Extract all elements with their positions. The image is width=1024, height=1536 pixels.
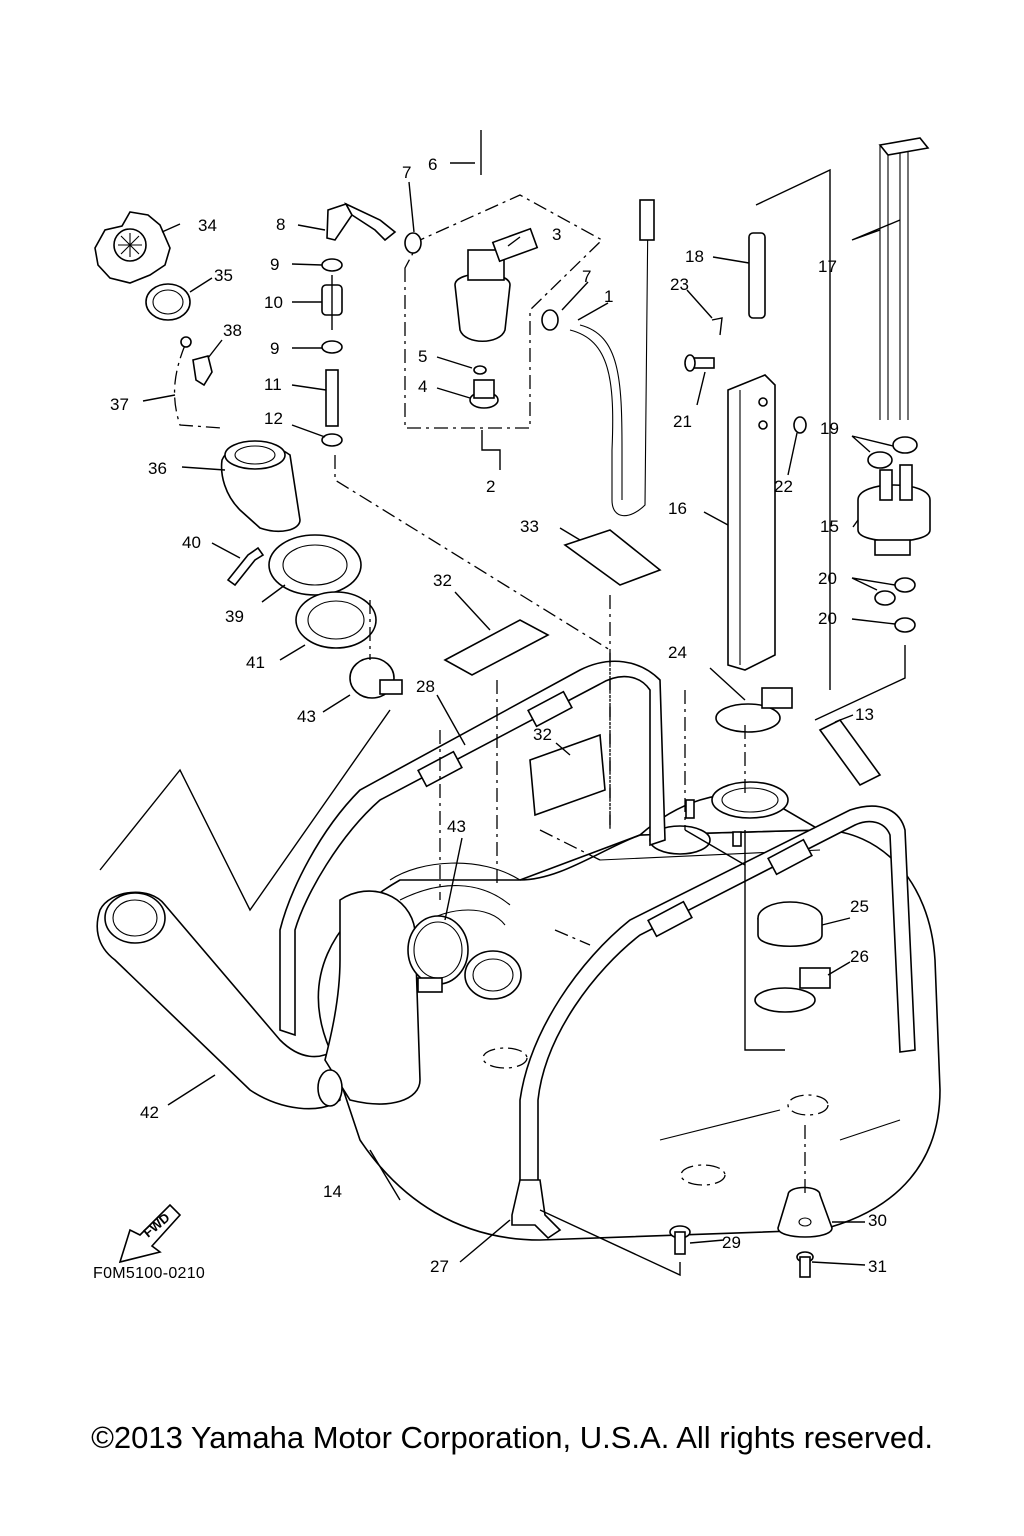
cap-chain xyxy=(173,336,223,429)
filler-gasket-1 xyxy=(268,534,362,596)
copyright-notice: ©2013 Yamaha Motor Corporation, U.S.A. A… xyxy=(91,1420,933,1455)
callout-9b: 9 xyxy=(270,339,279,358)
fuel-filter-box xyxy=(404,194,604,429)
callout-32b: 32 xyxy=(533,725,552,744)
hose-clamp-12 xyxy=(321,433,343,447)
cap-gasket xyxy=(145,283,191,321)
fuel-hose-8 xyxy=(326,202,397,242)
callout-23: 23 xyxy=(670,275,689,294)
chain-screw xyxy=(192,355,213,387)
callout-25: 25 xyxy=(850,897,869,916)
callout-27: 27 xyxy=(430,1257,449,1276)
callout-12: 12 xyxy=(264,409,283,428)
hose-clamp-9b xyxy=(321,340,343,354)
fuel-sender-tube xyxy=(727,374,776,671)
callout-3: 3 xyxy=(552,225,561,244)
callout-20b: 20 xyxy=(818,609,837,628)
callout-22: 22 xyxy=(774,477,793,496)
callout-15: 15 xyxy=(820,517,839,536)
vent-clamps-19 xyxy=(867,436,918,469)
callout-14: 14 xyxy=(323,1182,342,1201)
label-33 xyxy=(563,529,662,586)
callout-24: 24 xyxy=(668,643,687,662)
callout-21: 21 xyxy=(673,412,692,431)
callout-20a: 20 xyxy=(818,569,837,588)
callout-2: 2 xyxy=(486,477,495,496)
hose-clamp-lower xyxy=(407,915,469,993)
callout-43b: 43 xyxy=(447,817,466,836)
callout-11: 11 xyxy=(264,375,282,394)
label-32a xyxy=(443,619,550,676)
callout-38: 38 xyxy=(223,321,242,340)
callout-39: 39 xyxy=(225,607,244,626)
clip-7b xyxy=(541,309,559,331)
rivet xyxy=(226,546,265,587)
fuel-tank-exploded-diagram: FWD xyxy=(94,130,941,1278)
hose-clamp-9a xyxy=(321,258,343,272)
callout-1: 1 xyxy=(604,287,613,306)
callout-28: 28 xyxy=(416,677,435,696)
callout-36: 36 xyxy=(148,459,167,478)
clip-7a xyxy=(404,232,422,254)
tank-strap-right xyxy=(519,805,916,1187)
fwd-arrow: FWD xyxy=(118,1203,182,1264)
cotter-pin xyxy=(711,317,723,336)
screw-31 xyxy=(796,1251,814,1278)
callout-34: 34 xyxy=(198,216,217,235)
callout-42: 42 xyxy=(140,1103,159,1122)
pin xyxy=(684,354,715,372)
filler-gasket-2 xyxy=(295,591,377,649)
callout-8: 8 xyxy=(276,215,285,234)
callout-32a: 32 xyxy=(433,571,452,590)
callout-18: 18 xyxy=(685,247,704,266)
hose-clamp-24 xyxy=(715,687,793,733)
callout-31: 31 xyxy=(868,1257,887,1276)
callout-19: 19 xyxy=(820,419,839,438)
label-32b xyxy=(529,733,606,817)
callout-41: 41 xyxy=(246,653,265,672)
callout-43a: 43 xyxy=(297,707,316,726)
callout-40: 40 xyxy=(182,533,201,552)
callout-9a: 9 xyxy=(270,255,279,274)
callout-30: 30 xyxy=(868,1211,887,1230)
callout-10: 10 xyxy=(264,293,283,312)
hose-clamp-26 xyxy=(754,967,831,1013)
callout-7b: 7 xyxy=(582,267,591,286)
vent-tubes xyxy=(878,137,930,420)
filler-neck xyxy=(220,440,301,532)
callout-4: 4 xyxy=(418,377,427,396)
tank-bracket xyxy=(511,1179,562,1240)
callout-33: 33 xyxy=(520,517,539,536)
washer-22 xyxy=(793,416,807,434)
bolt-29 xyxy=(669,1225,691,1255)
callout-17: 17 xyxy=(818,257,837,276)
callout-6: 6 xyxy=(428,155,437,174)
callout-29: 29 xyxy=(722,1233,741,1252)
rollover-valve xyxy=(857,464,931,556)
filler-hose xyxy=(96,890,421,1110)
filler-cap xyxy=(94,211,171,284)
diagram-code: F0M5100-0210 xyxy=(93,1265,206,1282)
callout-16: 16 xyxy=(668,499,687,518)
hose-clamp-upper xyxy=(349,657,403,699)
callout-5: 5 xyxy=(418,347,427,366)
seal-25 xyxy=(757,901,823,948)
sheet-13 xyxy=(818,718,882,787)
callout-labels: 1 2 3 4 5 6 7 7 8 9 9 10 11 12 13 14 15 … xyxy=(110,155,887,1276)
callout-26: 26 xyxy=(850,947,869,966)
callout-37: 37 xyxy=(110,395,129,414)
fuel-hose-11 xyxy=(325,369,339,427)
sender-rod xyxy=(748,232,766,319)
filler-neck-port xyxy=(464,950,522,1000)
callout-13: 13 xyxy=(855,705,874,724)
damper-30 xyxy=(777,1186,833,1238)
callout-35: 35 xyxy=(214,266,233,285)
fuel-filter xyxy=(454,130,539,409)
vent-clamps-20 xyxy=(874,577,916,633)
callout-7a: 7 xyxy=(402,163,411,182)
fuel-hose-1 xyxy=(569,199,655,517)
check-valve xyxy=(321,275,343,330)
leader-lines xyxy=(142,162,901,1266)
